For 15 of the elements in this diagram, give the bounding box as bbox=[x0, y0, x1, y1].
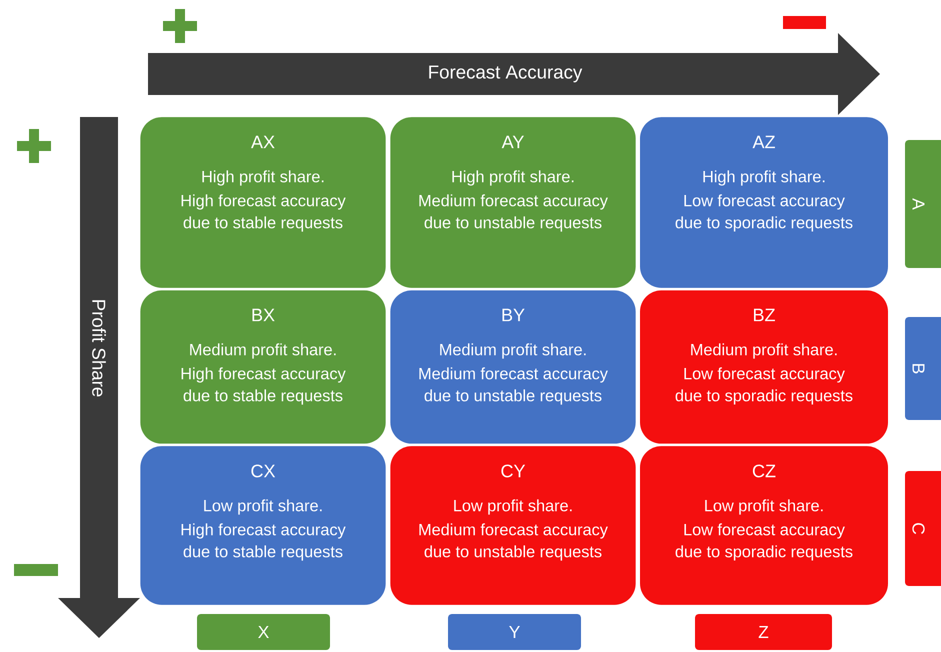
matrix-cell: BZ Medium profit share. Low forecast accuracy due to sporadic requests bbox=[640, 290, 888, 444]
category-label: A bbox=[905, 140, 941, 268]
matrix-cell: BY Medium profit share. Medium forecast accuracy due to unstable requests bbox=[390, 290, 636, 444]
category-label: X bbox=[197, 614, 330, 650]
matrix-cell: BX Medium profit share. High forecast accuracy due to stable requests bbox=[140, 290, 386, 444]
category-label: Y bbox=[448, 614, 581, 650]
category-label: Z bbox=[695, 614, 832, 650]
matrix-cell: CY Low profit share. Medium forecast accuracy due to unstable requests bbox=[390, 446, 636, 605]
matrix-cell: AX High profit share. High forecast accuracy due to stable requests bbox=[140, 117, 386, 288]
matrix-cell: CZ Low profit share. Low forecast accuracy due to sporadic requests bbox=[640, 446, 888, 605]
matrix-cell: AZ High profit share. Low forecast accuracy due to sporadic requests bbox=[640, 117, 888, 288]
matrix-cell: AY High profit share. Medium forecast accuracy due to unstable requests bbox=[390, 117, 636, 288]
category-label: C bbox=[905, 471, 941, 586]
category-label: B bbox=[905, 317, 941, 420]
matrix-cell: CX Low profit share. High forecast accuracy due to stable requests bbox=[140, 446, 386, 605]
